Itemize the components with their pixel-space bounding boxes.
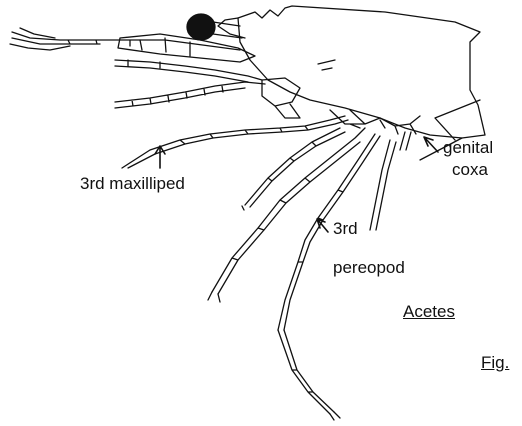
label-fig: Fig. <box>481 353 509 373</box>
carapace <box>238 6 485 138</box>
label-acetes: Acetes <box>403 302 455 322</box>
label-genital: genital <box>443 138 493 158</box>
eye <box>187 14 215 40</box>
label-3rd-maxilliped: 3rd maxilliped <box>80 174 185 194</box>
carapace-notch <box>318 60 335 70</box>
pereopod-5 <box>400 132 411 150</box>
label-pereopod: pereopod <box>333 258 405 278</box>
leg-tips <box>208 206 340 420</box>
arrow-pereopod <box>317 219 328 232</box>
arrow-maxilliped <box>155 146 165 168</box>
antennal-scale-lines <box>140 38 190 56</box>
third-maxilliped <box>122 116 348 168</box>
mouthparts <box>262 78 300 118</box>
pereopod-3-distal <box>278 330 334 414</box>
label-coxa: coxa <box>452 160 488 180</box>
label-3rd: 3rd <box>333 219 358 239</box>
antennal-scale <box>118 34 255 62</box>
pereopod-4 <box>370 140 396 230</box>
antennal-flagellum <box>115 60 262 82</box>
arrow-genital-coxa <box>424 137 438 152</box>
antennal-flagellum-lower <box>115 82 265 108</box>
pereopod-3 <box>278 134 380 330</box>
